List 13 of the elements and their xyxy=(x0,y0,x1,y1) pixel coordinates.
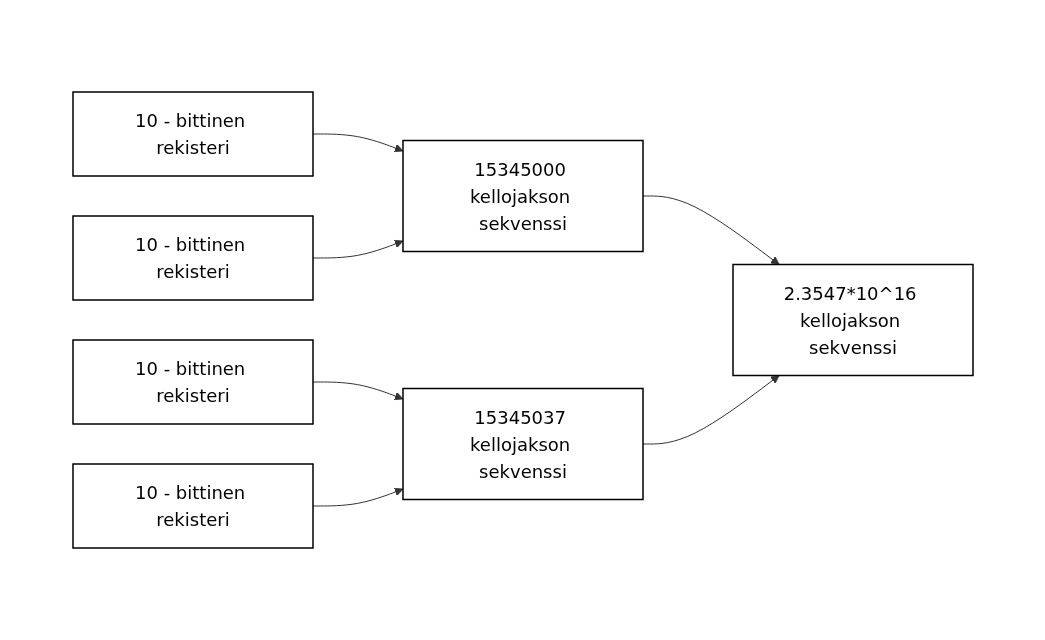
node-box: 2.3547*10^16 kellojakson sekvenssi xyxy=(731,263,974,377)
arrow xyxy=(312,487,403,507)
arrow xyxy=(642,195,780,265)
arrow xyxy=(312,133,403,153)
arrow xyxy=(642,375,780,445)
arrow xyxy=(312,239,403,259)
arrow xyxy=(312,381,403,401)
node-box: 10 - bittinen rekisteri xyxy=(71,215,314,301)
node-box: 10 - bittinen rekisteri xyxy=(71,339,314,425)
node-box: 10 - bittinen rekisteri xyxy=(71,463,314,549)
node-box: 15345037 kellojakson sekvenssi xyxy=(401,387,644,501)
node-box: 15345000 kellojakson sekvenssi xyxy=(401,139,644,253)
node-box: 10 - bittinen rekisteri xyxy=(71,91,314,177)
